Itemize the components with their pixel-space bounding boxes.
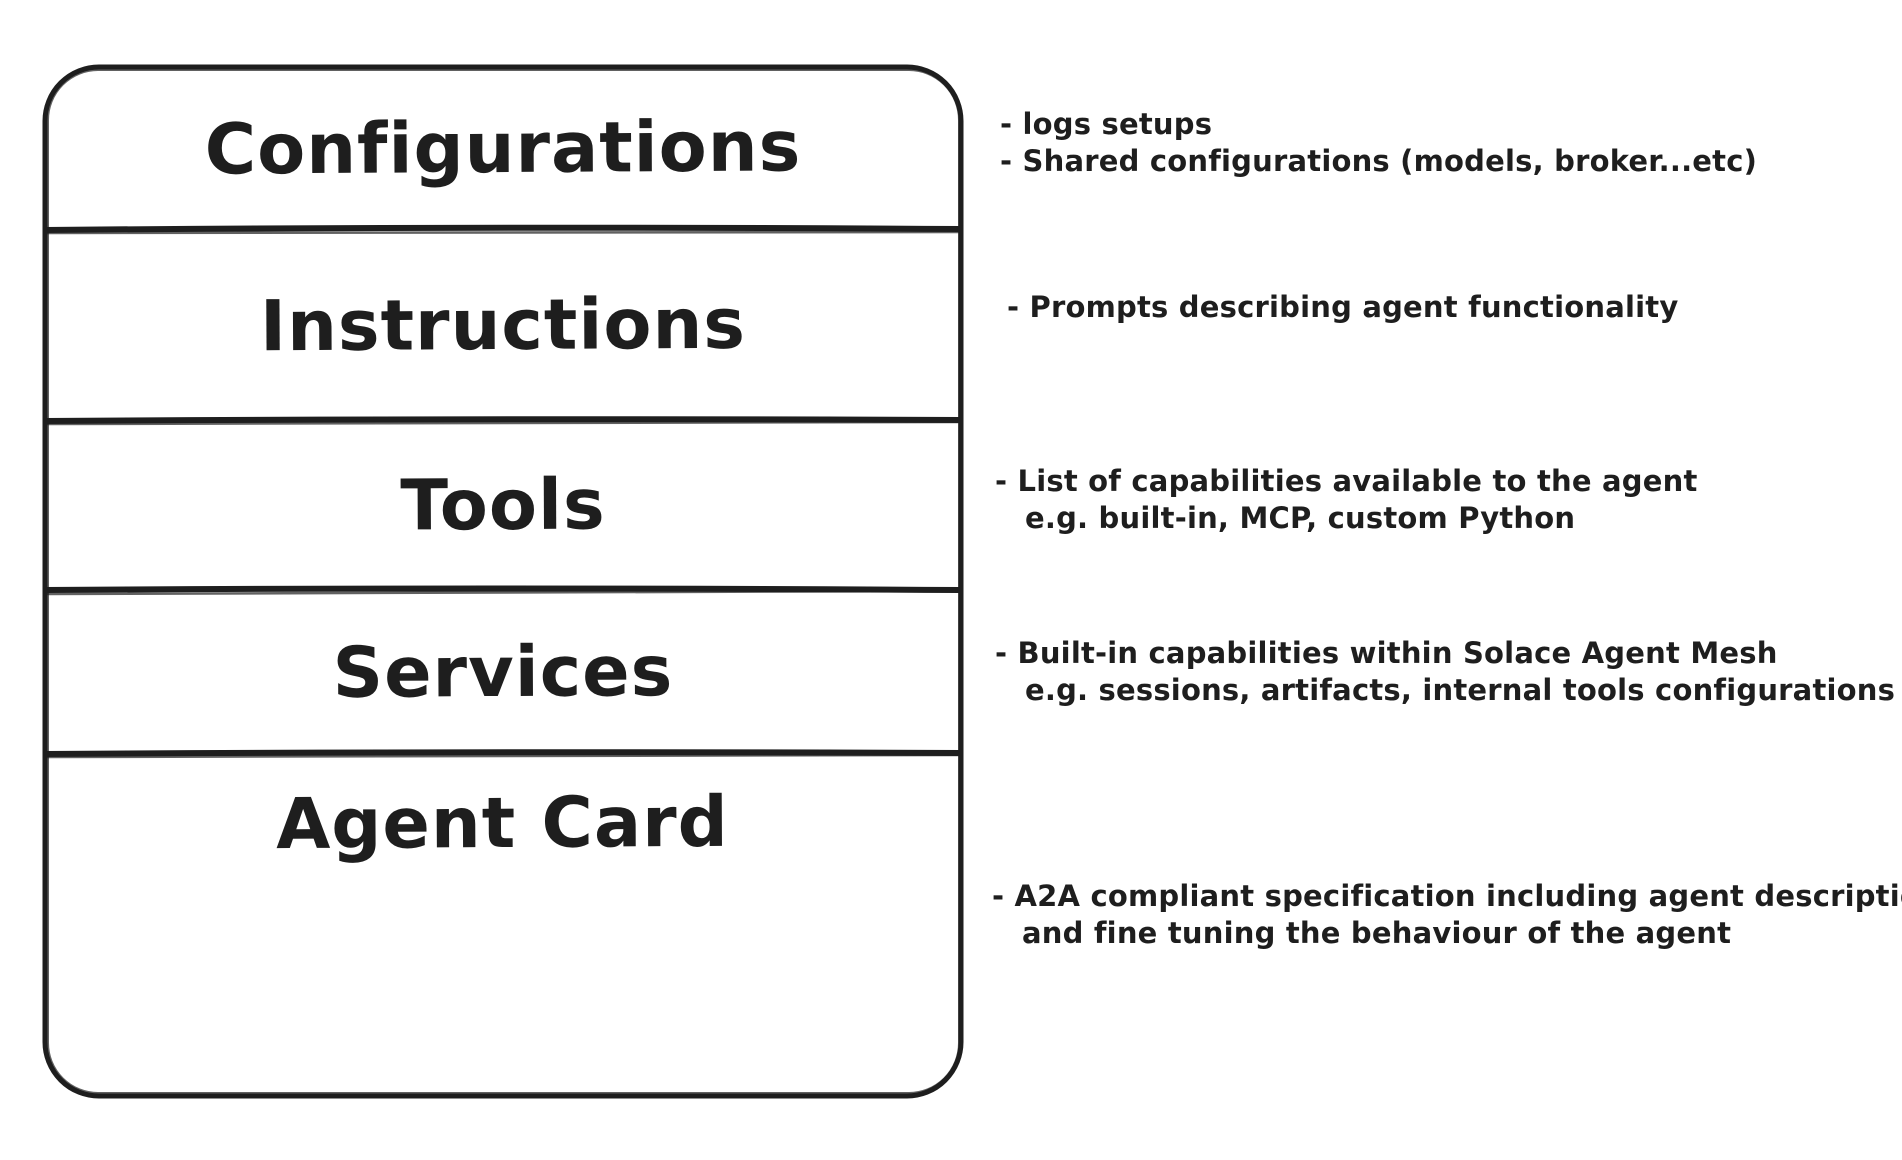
divider-line-2: [43, 416, 963, 424]
section-label-configurations: Configurations: [204, 104, 802, 191]
annotation-line: - logs setups: [1000, 107, 1213, 141]
annotation-tools: - List of capabilities available to the …: [995, 463, 1698, 537]
section-label-instructions: Instructions: [259, 282, 747, 367]
section-label-services: Services: [332, 630, 674, 714]
divider-line-4-rough: [46, 753, 960, 759]
annotation-line: e.g. built-in, MCP, custom Python: [1025, 501, 1576, 535]
divider-line-1-rough: [46, 230, 960, 235]
divider-line-2-rough: [46, 420, 960, 426]
divider-line-3-rough: [46, 589, 960, 596]
annotation-line: and fine tuning the behaviour of the age…: [1022, 916, 1732, 950]
annotation-line: e.g. sessions, artifacts, internal tools…: [1025, 673, 1896, 707]
annotation-configurations: - logs setups - Shared configurations (m…: [1000, 106, 1757, 180]
annotation-line: - Prompts describing agent functionality: [1007, 290, 1679, 324]
box-outline: [42, 64, 964, 1099]
annotation-instructions: - Prompts describing agent functionality: [1007, 289, 1678, 326]
box-outline-rough-pass: [47, 69, 960, 1094]
section-label-tools: Tools: [400, 463, 606, 547]
annotation-line: - Built-in capabilities within Solace Ag…: [995, 636, 1778, 670]
divider-line-1: [43, 224, 963, 233]
annotation-services: - Built-in capabilities within Solace Ag…: [995, 635, 1895, 709]
section-label-agent-card: Agent Card: [275, 780, 730, 866]
annotation-line: - List of capabilities available to the …: [995, 464, 1698, 498]
annotation-agent-card: - A2A compliant specification including …: [992, 878, 1902, 952]
annotation-line: - Shared configurations (models, broker.…: [1000, 144, 1758, 178]
annotation-line: - A2A compliant specification including …: [992, 879, 1902, 913]
divider-line-4: [43, 749, 963, 757]
divider-line-3: [43, 585, 963, 593]
